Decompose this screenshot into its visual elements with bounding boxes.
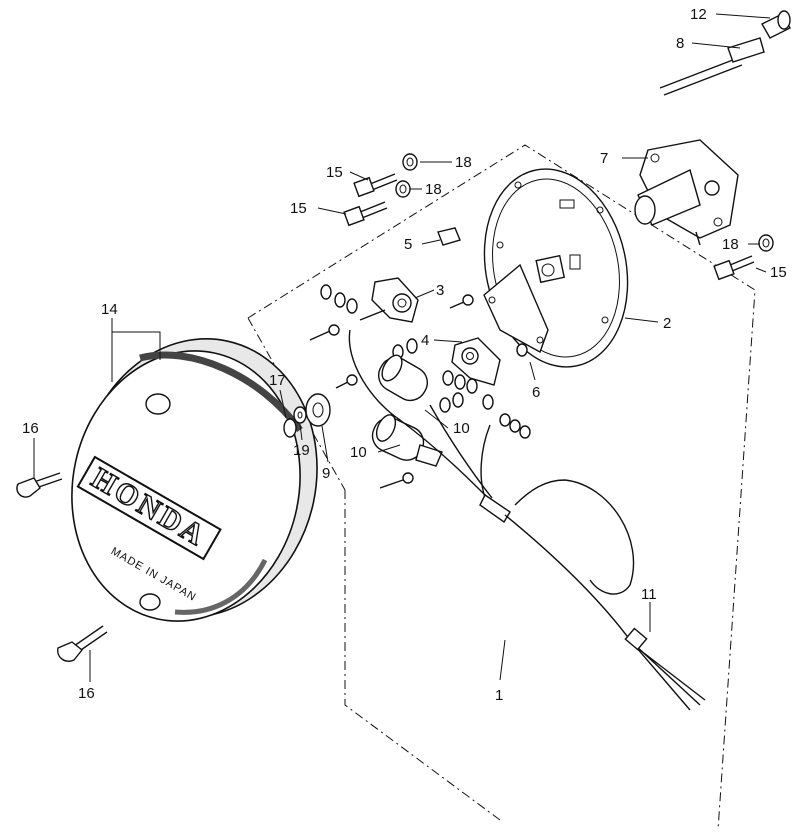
leader-lines <box>33 13 771 682</box>
callout-19: 19 <box>293 442 310 459</box>
callout-labels: 12 8 7 2 3 4 6 10 10 11 1 5 18 18 18 15 … <box>22 6 787 704</box>
callout-5: 5 <box>404 236 412 253</box>
gasket-17 <box>283 418 297 438</box>
cover-screw-upper <box>16 472 63 498</box>
contact-breaker-upper <box>359 277 419 323</box>
center-bolt <box>659 37 765 96</box>
callout-4: 4 <box>421 332 429 349</box>
callout-10-upper: 10 <box>453 420 470 437</box>
screws-washers-cluster <box>309 284 531 489</box>
callout-8: 8 <box>676 35 684 52</box>
callout-9: 9 <box>322 465 330 482</box>
callout-11: 11 <box>641 586 657 603</box>
condenser-lower <box>371 414 443 467</box>
callout-15-mid: 15 <box>290 200 307 217</box>
callout-14: 12 <box>690 6 707 23</box>
callout-18-right: 18 <box>722 236 739 253</box>
callout-18-mid: 18 <box>425 181 442 198</box>
callout-6: 6 <box>532 384 540 401</box>
wiring-harness <box>348 329 706 711</box>
callout-2: 2 <box>663 315 671 332</box>
spacer-block <box>437 227 461 246</box>
callout-16-lower: 16 <box>78 685 95 702</box>
callout-3: 3 <box>436 282 444 299</box>
callout-16-upper: 16 <box>22 420 39 437</box>
callout-17: 17 <box>269 372 286 389</box>
spark-advancer-assembly <box>634 139 739 246</box>
callout-1: 1 <box>495 687 503 704</box>
bolt-cap <box>761 10 791 39</box>
callout-7: 7 <box>600 150 608 167</box>
callout-10-lower: 10 <box>350 444 367 461</box>
callout-15-right: 15 <box>770 264 787 281</box>
condenser-upper <box>378 354 428 402</box>
washers-18 <box>395 153 774 252</box>
bolt-15-upper <box>353 173 398 198</box>
callout-15-top: 15 <box>326 164 343 181</box>
callout-18-top: 18 <box>455 154 472 171</box>
grommet-9 <box>305 393 331 427</box>
stator-base-plate <box>483 168 629 368</box>
callout-12: 14 <box>101 301 118 318</box>
cover-screw-lower <box>57 625 108 662</box>
point-cover: HONDA MADE IN JAPAN <box>71 338 318 622</box>
bolt-15-middle <box>343 201 388 227</box>
contact-breaker-lower <box>451 337 501 386</box>
bolt-15-right <box>713 255 755 281</box>
washer-19 <box>293 406 307 424</box>
